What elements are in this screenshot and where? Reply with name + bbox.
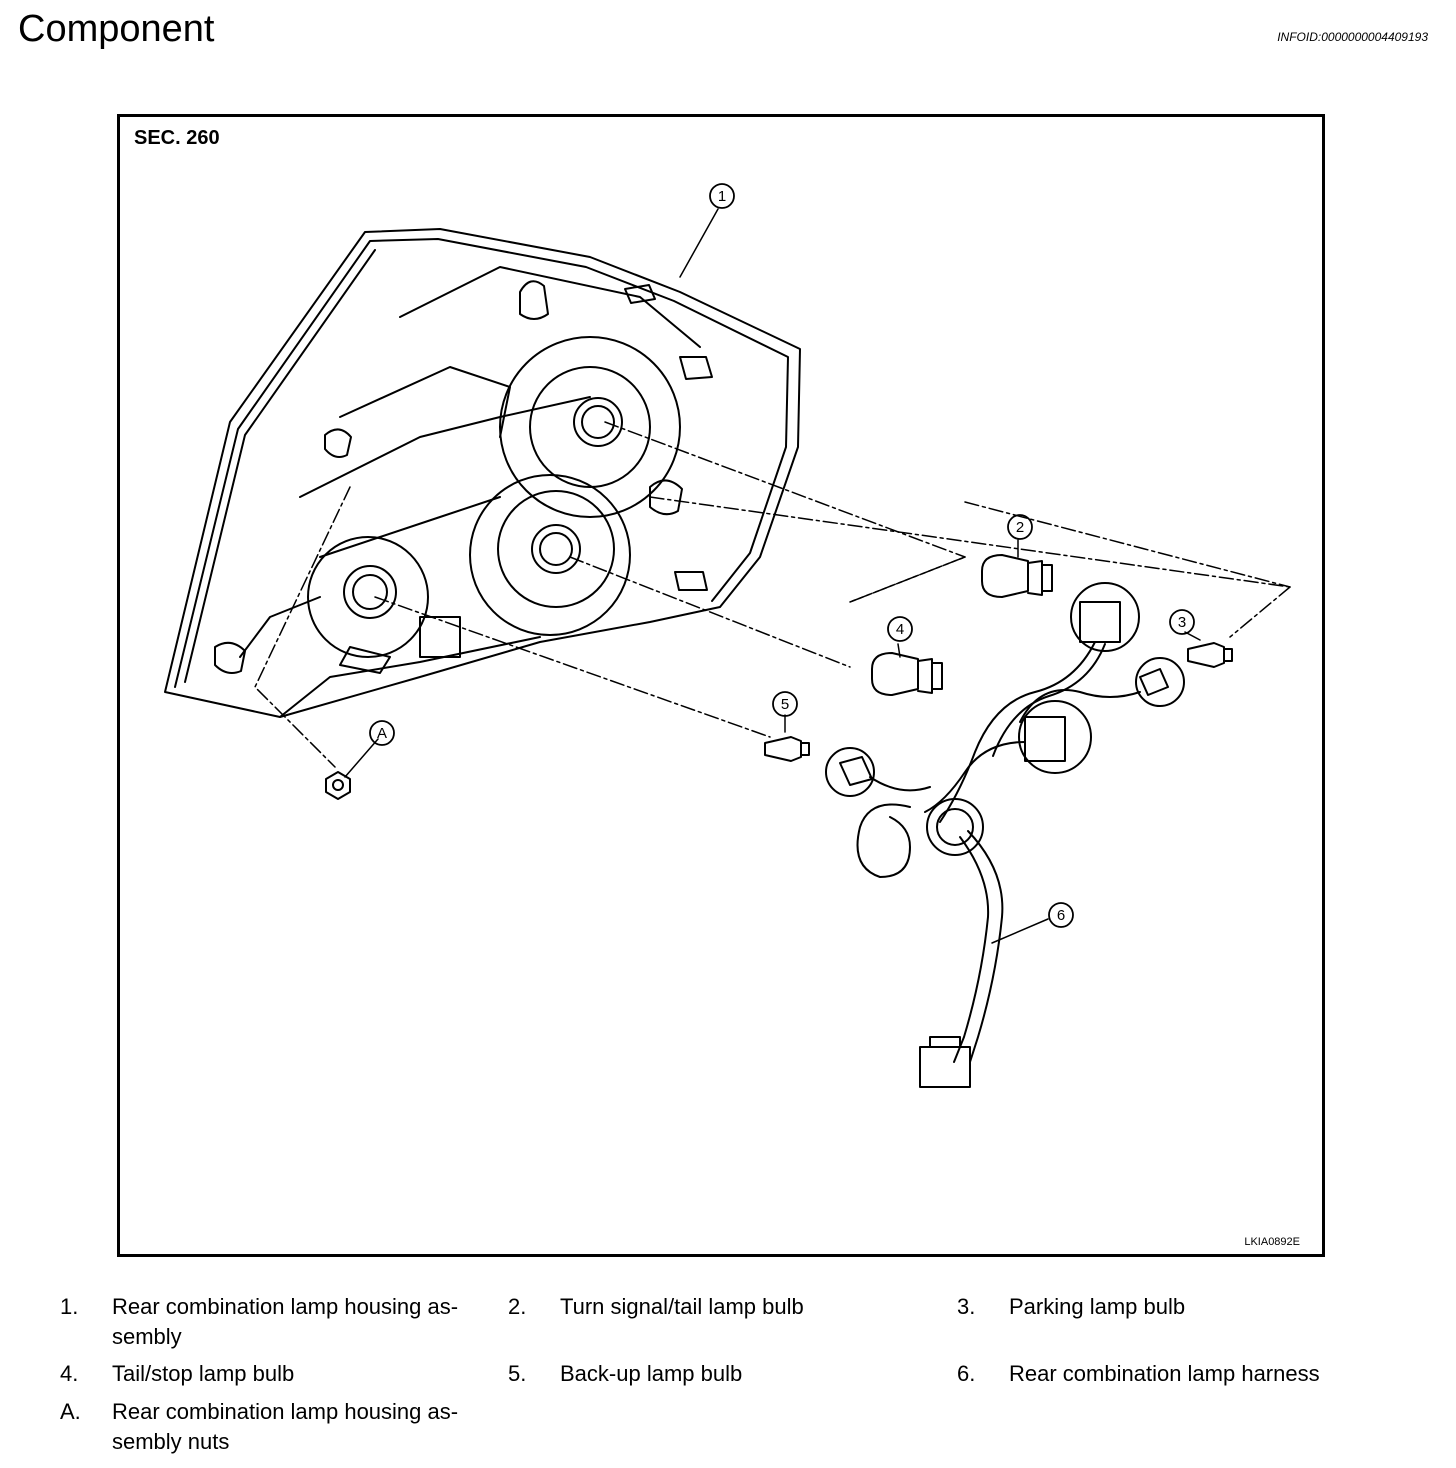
callout-circles — [369, 183, 1195, 928]
bulb-2 — [981, 554, 1053, 598]
component-figure: 1 2 3 4 5 6 A SEC. 260 LKIA0892E — [117, 114, 1325, 1257]
legend-num: 1. — [60, 1294, 79, 1319]
lamp-housing — [164, 228, 801, 718]
assembly-lines — [254, 421, 1291, 768]
lamp-exploded-diagram: 1 2 3 4 5 6 A — [164, 183, 1291, 1088]
harness — [825, 582, 1185, 1088]
callout-1: 1 — [718, 188, 726, 205]
page-title: Component — [18, 8, 215, 50]
legend-num: A. — [60, 1399, 81, 1424]
legend-num: 4. — [60, 1361, 79, 1386]
legend-text: Rear combination lamp harness — [1009, 1361, 1320, 1386]
legend-text: Turn signal/tail lamp bulb — [560, 1294, 804, 1319]
legend-num: 2. — [508, 1294, 527, 1319]
callout-2: 2 — [1016, 519, 1024, 536]
legend-text: Rear combination lamp housing as-sembly … — [112, 1399, 459, 1454]
callout-5: 5 — [781, 696, 789, 713]
figure-id: LKIA0892E — [1244, 1236, 1300, 1248]
legend-num: 6. — [957, 1361, 976, 1386]
bulb-5 — [764, 736, 810, 762]
leader-lines — [344, 208, 1201, 944]
callout-4: 4 — [896, 621, 904, 638]
legend-text: Rear combination lamp housing as-sembly — [112, 1294, 459, 1349]
bulb-4 — [871, 652, 943, 696]
callout-6: 6 — [1057, 907, 1065, 924]
callout-a: A — [377, 725, 387, 742]
legend-text: Back-up lamp bulb — [560, 1361, 743, 1386]
legend-text: Parking lamp bulb — [1009, 1294, 1186, 1319]
legend-text: Tail/stop lamp bulb — [112, 1361, 295, 1386]
callout-labels: 1 2 3 4 5 6 A — [377, 188, 1186, 924]
section-label: SEC. 260 — [134, 127, 220, 149]
info-id: INFOID:0000000004409193 — [1277, 30, 1428, 44]
nut-a — [325, 771, 351, 800]
callout-3: 3 — [1178, 614, 1186, 631]
legend-num: 3. — [957, 1294, 976, 1319]
legend-num: 5. — [508, 1361, 527, 1386]
bulb-3 — [1187, 642, 1233, 668]
